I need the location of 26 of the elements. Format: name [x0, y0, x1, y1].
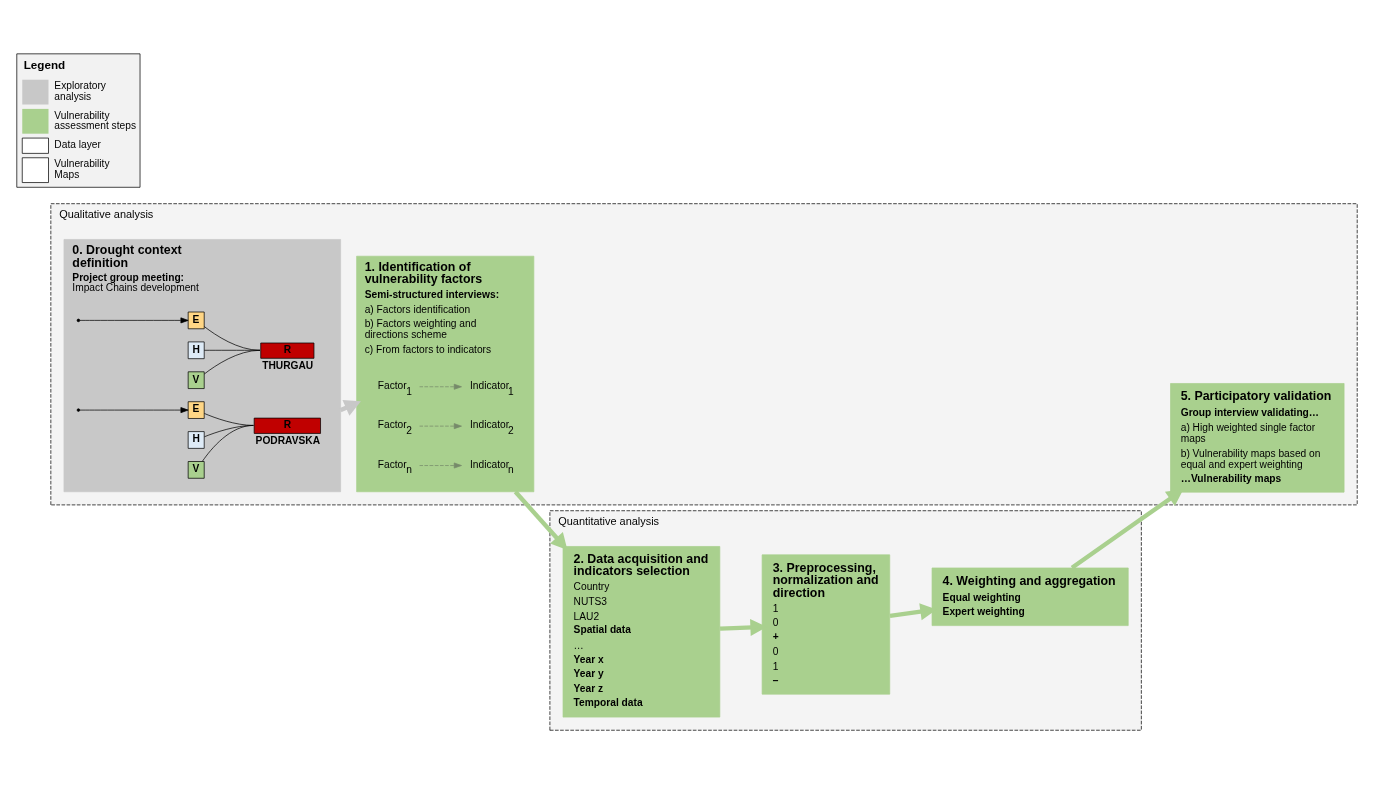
- arrow: [419, 462, 462, 469]
- connector: [202, 425, 254, 462]
- arrow: [79, 407, 189, 413]
- node-box: V: [187, 371, 205, 389]
- arrow: [513, 490, 568, 550]
- node-box: H: [187, 431, 205, 449]
- legend-label: Vulnerability assessment steps: [54, 109, 137, 132]
- node-box: E: [187, 401, 205, 419]
- arrow: [419, 423, 462, 430]
- node-label: THURGAU: [262, 359, 314, 371]
- node-box: V: [187, 461, 205, 479]
- node-box: 4. Weighting and aggregation Equal weighting Expert weighting: [931, 567, 1129, 626]
- node-box: 2. Data acquisition and indicators selection Country NUTS3 LAU2 Spatial data … Year x Year y Year z Temporal data: [562, 546, 721, 718]
- arrow: [79, 317, 189, 324]
- node-box: 3. Preprocessing, normalization and direction 1 0 + 0 1 −: [761, 554, 891, 695]
- connector: [203, 349, 261, 375]
- arrow: [1070, 489, 1184, 570]
- node-box: H: [187, 341, 205, 360]
- arrow: [419, 383, 462, 390]
- legend-label: Vulnerability Maps: [54, 158, 110, 181]
- legend-label: Exploratory analysis: [54, 80, 106, 103]
- node-label: PODRAVSKA: [255, 434, 321, 446]
- legend-label: Data layer: [54, 139, 101, 151]
- label: Legend: [23, 58, 66, 72]
- node-box: 5. Participatory validation Group interview validating… a) High weighted single factor maps b) Vulnerability maps based on equal and expert weighting …Vulnerability maps: [1170, 383, 1345, 493]
- node-box: E: [187, 311, 205, 330]
